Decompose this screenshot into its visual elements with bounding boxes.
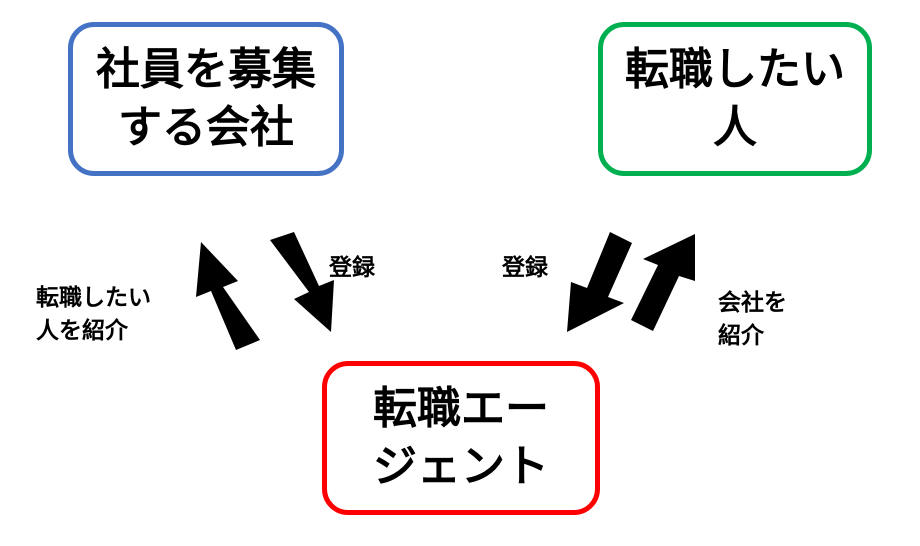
- recruitment-agent-label: 転職エー ジェント: [373, 383, 549, 492]
- register-seeker-label: 登録: [502, 255, 548, 281]
- job-seeker-label: 転職したい 人: [625, 44, 845, 153]
- arrow-seeker-to-agent: [567, 232, 632, 332]
- arrow-agent-to-seeker: [631, 234, 695, 331]
- company-recruiting-label: 社員を募集 する会社: [96, 44, 316, 153]
- register-company-label: 登録: [329, 255, 375, 281]
- recruitment-agent-box: 転職エー ジェント: [322, 361, 600, 515]
- job-seeker-box: 転職したい 人: [598, 22, 872, 176]
- company-recruiting-box: 社員を募集 する会社: [68, 22, 344, 176]
- introduce-person-label: 転職したい 人を紹介: [36, 285, 151, 344]
- arrow-agent-to-company: [196, 242, 260, 350]
- arrow-company-to-agent: [270, 232, 334, 332]
- introduce-company-label: 会社を 紹介: [718, 290, 787, 349]
